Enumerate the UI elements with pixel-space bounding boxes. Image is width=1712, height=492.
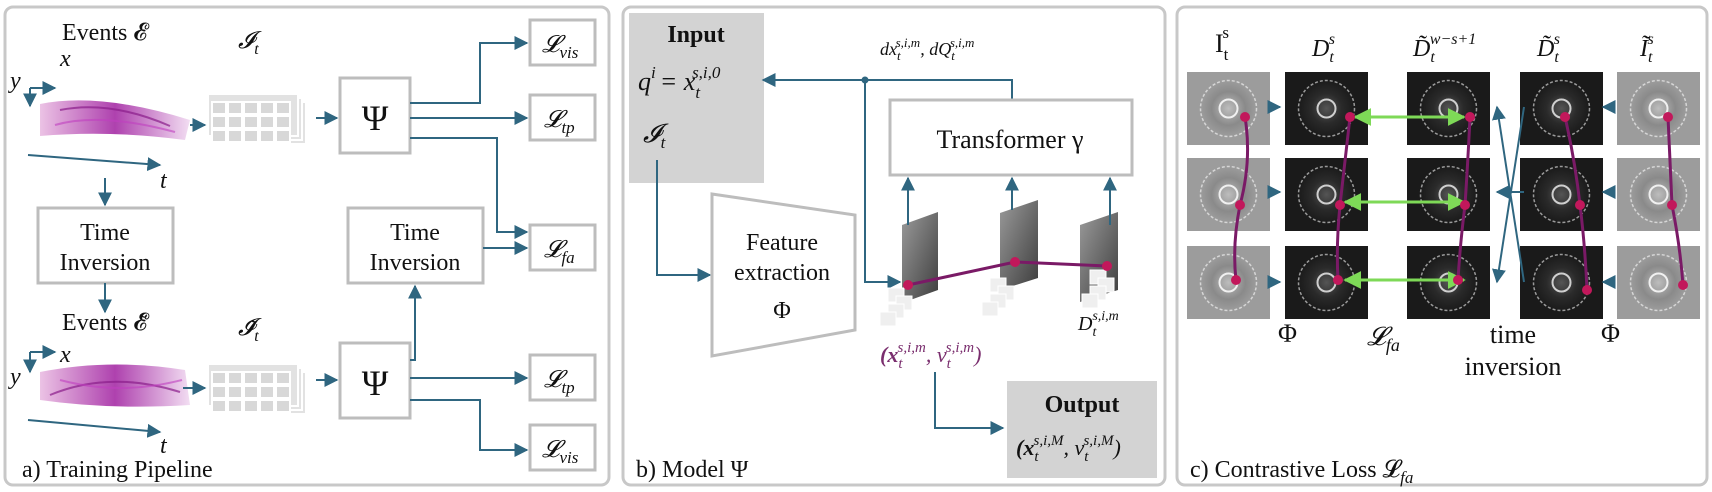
output-label: (xts,i,M, vts,i,M) [1016, 433, 1121, 465]
panel-b: Input qi= xts,i,0 𝓘t dxts,i,m, dQts,i,m … [621, 5, 1167, 487]
loss-tp-box-top [528, 93, 597, 142]
col1-header: Its [1215, 23, 1229, 64]
panel-c: Its Dts D̃tw−s+1 D̃ts Ĩts [1175, 5, 1709, 487]
axis-x-bottom: x [59, 342, 71, 368]
column-arrows [1267, 100, 1616, 289]
caption-c: c) Contrastive Loss 𝓛fa [1190, 457, 1413, 487]
time-inversion-left-line1: Time [80, 220, 130, 246]
image-tile [1520, 246, 1603, 319]
image-tile [1187, 158, 1270, 231]
track-point-2 [1010, 257, 1020, 267]
feature-line3: Φ [773, 298, 791, 324]
image-tile [1407, 72, 1490, 145]
event-cloud-bottom [40, 364, 190, 407]
track-point-3 [1102, 261, 1112, 271]
feature-slab-3 [1080, 212, 1118, 309]
model-symbol-bottom: Ψ [362, 363, 389, 403]
event-axes-bottom [23, 345, 162, 438]
time-inversion-left-line2: Inversion [60, 250, 151, 276]
track-point-1 [903, 280, 913, 290]
axis-y-top: y [8, 68, 21, 94]
image-tile [1407, 158, 1490, 231]
col4-header: D̃ts [1536, 31, 1560, 66]
descriptor-label: Dts,i,m [1077, 309, 1119, 340]
phi-right: Φ [1601, 319, 1620, 348]
image-tile [1617, 246, 1700, 319]
loss-fa-box [528, 223, 597, 272]
caption-b: b) Model Ψ [636, 457, 749, 483]
image-tile [1285, 72, 1368, 145]
rep-grid-bottom [207, 363, 307, 415]
axis-y-bottom: y [8, 364, 21, 390]
event-cloud-top [40, 100, 190, 140]
image-tile [1520, 158, 1603, 231]
image-grid [1187, 72, 1700, 319]
output-box [1007, 381, 1157, 478]
track-dots [1231, 112, 1688, 295]
loss-tp-box-bottom [528, 353, 597, 402]
time-inversion-right-line2: Inversion [370, 250, 461, 276]
transformer-label: Transformer γ [936, 125, 1083, 154]
update-label: dxts,i,m, dQts,i,m [880, 35, 974, 63]
image-tile [1617, 72, 1700, 145]
image-tile [1187, 72, 1270, 145]
time-inversion-c-line2: inversion [1465, 352, 1562, 381]
match-arrows [1343, 108, 1466, 289]
input-title: Input [667, 22, 724, 48]
phi-left: Φ [1278, 319, 1297, 348]
axis-t-bottom: t [160, 433, 168, 459]
time-inversion-right-line1: Time [390, 220, 440, 246]
model-box-top [338, 76, 412, 155]
image-tile [1285, 246, 1368, 319]
loss-vis-box-top [528, 18, 597, 67]
feature-line1: Feature [746, 230, 818, 256]
time-inversion-c-line1: time [1490, 320, 1536, 349]
feature-slab-2 [981, 200, 1038, 317]
col3-header: D̃tw−s+1 [1412, 31, 1476, 66]
image-tile [1187, 246, 1270, 319]
axis-t-top: t [160, 168, 168, 194]
events-label: Events 𝓔 [62, 20, 150, 46]
time-inversion-box-right [346, 206, 485, 285]
col2-header: Dts [1311, 31, 1335, 66]
output-title: Output [1045, 392, 1120, 418]
col5-header: Ĩts [1639, 31, 1654, 66]
loss-vis-box-bottom [528, 423, 597, 472]
caption-a: a) Training Pipeline [22, 457, 213, 483]
event-axes-top [23, 81, 162, 172]
rep-grid-top [207, 93, 307, 145]
feature-extraction-block [710, 192, 857, 358]
input-query: qi= xts,i,0 [638, 63, 721, 102]
track-label: (xts,i,m, vts,i,m) [880, 340, 981, 372]
feature-line2: extraction [734, 260, 830, 286]
image-tile [1285, 158, 1368, 231]
image-tile [1617, 158, 1700, 231]
model-box-bottom [338, 341, 412, 420]
image-tile [1407, 246, 1490, 319]
image-tile [1520, 72, 1603, 145]
axis-x-top: x [59, 46, 71, 72]
events-inv-label: Events 𝓔̃ [62, 310, 150, 336]
panel-a: Events 𝓔 x y t 𝓘t [3, 5, 611, 487]
loss-fa-label: 𝓛fa [1367, 322, 1400, 355]
transformer-box [888, 98, 1134, 177]
input-box [629, 13, 764, 183]
model-symbol-top: Ψ [362, 98, 389, 138]
